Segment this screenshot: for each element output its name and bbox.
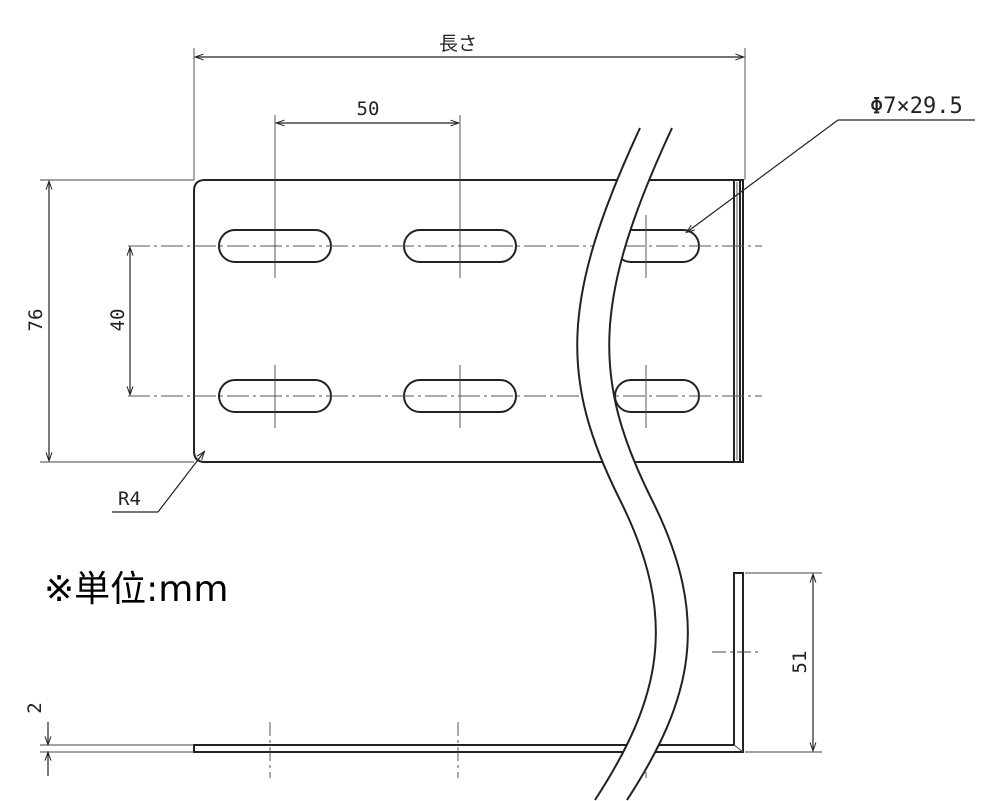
slot-size-leader: Φ7×29.5 (687, 94, 975, 232)
thickness-label: 2 (24, 702, 46, 713)
flange-height-label: 51 (789, 651, 811, 674)
length-dimension: 長さ (193, 33, 746, 180)
hole-spacing-label: 40 (107, 309, 129, 332)
center-lines (128, 215, 762, 428)
corner-radius-leader: R4 (112, 452, 204, 513)
corner-radius-label: R4 (118, 488, 141, 510)
length-label: 長さ (439, 33, 477, 55)
unit-note: ※単位:mm (44, 569, 229, 610)
thickness-dimension: 2 (24, 702, 194, 776)
height-dimension: 76 (25, 179, 194, 463)
flange-height-dimension: 51 (745, 572, 822, 753)
slot-pitch-dimension: 50 (274, 98, 461, 215)
slot-pitch-label: 50 (357, 98, 380, 120)
slot-size-label: Φ7×29.5 (870, 94, 963, 119)
hole-spacing-dimension: 40 (107, 248, 130, 394)
plate-top-view (193, 179, 744, 463)
break-line (576, 127, 689, 801)
slot-group (218, 229, 700, 413)
height-label: 76 (25, 309, 47, 332)
